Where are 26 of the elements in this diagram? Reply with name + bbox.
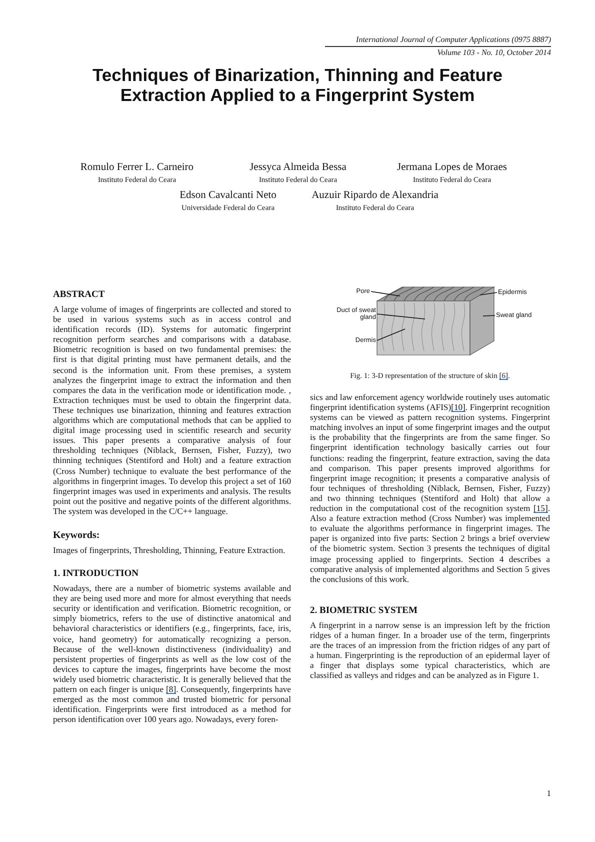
citation-link: [8] (166, 684, 176, 694)
body-paragraph: A fingerprint in a narrow sense is an impression left by the friction ridges of a human finger. In a broader use of the term, fingerprints are the traces of an impression from the friction ridges of any part of a human. Fingerprinting is the reproduction of an epidermal layer of a finger that displays some typical characteristics, which are classified as valleys and ridges and can be analyzed as in Figure 1. (310, 620, 550, 680)
citation-link: [10] (451, 402, 466, 412)
volume-line: Volume 103 - No. 10, October 2014 (437, 48, 551, 57)
section-heading: 2. BIOMETRIC SYSTEM (310, 606, 418, 616)
abstract-paragraph: A large volume of images of fingerprints are collected and stored to be used in various systems such as in access control and identification records (ID). Systems for automatic fingerprint recognition perform searches and comparisons with a database. Biometric recognition is based on two fundamental premises: the first is that digital printing must have permanent details, and the second is the information unit. From these premises, a system analyzes the fingerprint image to extract the information and then compares the data in the verification mode or identification mode. , Extraction techniques must be used to obtain the fingerprint data. These techniques use binarization, thinning and features extraction algorithms which are computational methods that can be applied to digital image processing used in scientific research and security issues. This paper presents a comparative analysis of four thresholding techniques (Niblack, Bernsen, Fisher, Fuzzy), two thinning techniques (Stentiford and Holt) and a feature extraction (Cross Number) technique to evaluate the best performance of the algorithms in fingerprint images. To develop this project a set of 160 fingerprint images was used in experiments and analysis. The results point out the positive and negative points of the different algorithms. The system was developed in the C/C++ language. (53, 304, 291, 516)
keywords-paragraph: Images of fingerprints, Thresholding, Thinning, Feature Extraction. (53, 544, 286, 556)
body-paragraph: Nowadays, there are a number of biometric systems available and they are being used more and more for almost everything that needs security or identification and verification. Biometric recognition, or simply biometrics, refers to the use of distinctive anatomical and behavioral characteristics or identifiers (e.g., fingerprints, face, iris, voice, hand geometry) for automatically recognizing a person. Because of the well-known distinctiveness (individuality) and persistent properties of fingerprints as well as the low cost of the devices to capture the images, fingerprints have become the most widely used biometric characteristic. It is generally believed that the pattern on each finger is unique [8]. Consequently, fingerprints have emerged as the most common and trusted biometric for personal identification. Fingerprints were first introduced as a method for person identification over 100 years ago. Nowadays, every foren- (53, 583, 291, 724)
leader-line (376, 314, 426, 320)
paper-title: Techniques of Binarization, Thinning and Feature Extraction Applied to a Fingerprint System (92, 65, 504, 105)
section-heading: ABSTRACT (53, 290, 106, 300)
journal-header: International Journal of Computer Applications (0975 8887) (356, 35, 551, 44)
author-name: Romulo Ferrer L. Carneiro (79, 162, 195, 173)
leader-line (376, 328, 406, 341)
skin-block-drawing (376, 286, 496, 356)
author-name: Jermana Lopes de Moraes (396, 162, 508, 173)
section-heading: Keywords: (53, 530, 101, 541)
leader-line (482, 315, 496, 316)
leader-line (480, 292, 498, 296)
author-name: Jessyca Almeida Bessa (248, 162, 348, 173)
body-paragraph: sics and law enforcement agency worldwide routinely uses automatic fingerprint identification systems (AFIS)[10]. Fingerprint recognition systems can be viewed as pattern recognition systems. Fingerprint matching involves an input of some fingerprint images and the output is the probability that the fingerprints are from the same finger. So fingerprint identification technology basically carries out four functions: reading the fingerprint, feature extraction, saving the data and comparison. This paper presents improved algorithms for fingerprint image recognition; it presents a comparative analysis of four techniques of thresholding (Niblack, Bernsen, Fisher, Fuzzy) and two thinning techniques (Stentiford and Holt) that allow a reduction in the computational cost of the recognition system [15]. Also a feature extraction method (Cross Number) was implemented to evaluate the algorithms performance in fingerprint images. The paper is organized into five parts: Section 2 brings a brief overview of the biometric system. Section 3 presents the techniques of digital image processing applied to fingerprints. Section 4 describes a comparative analysis of implemented algorithms and Section 5 gives the conclusions of this work. (310, 392, 550, 584)
author-name: Auzuir Ripardo de Alexandria (310, 190, 440, 201)
leader-line (370, 291, 400, 296)
citation-link: [15] (534, 503, 548, 514)
page-number: 1 (546, 788, 551, 798)
section-heading: 1. INTRODUCTION (53, 569, 140, 580)
